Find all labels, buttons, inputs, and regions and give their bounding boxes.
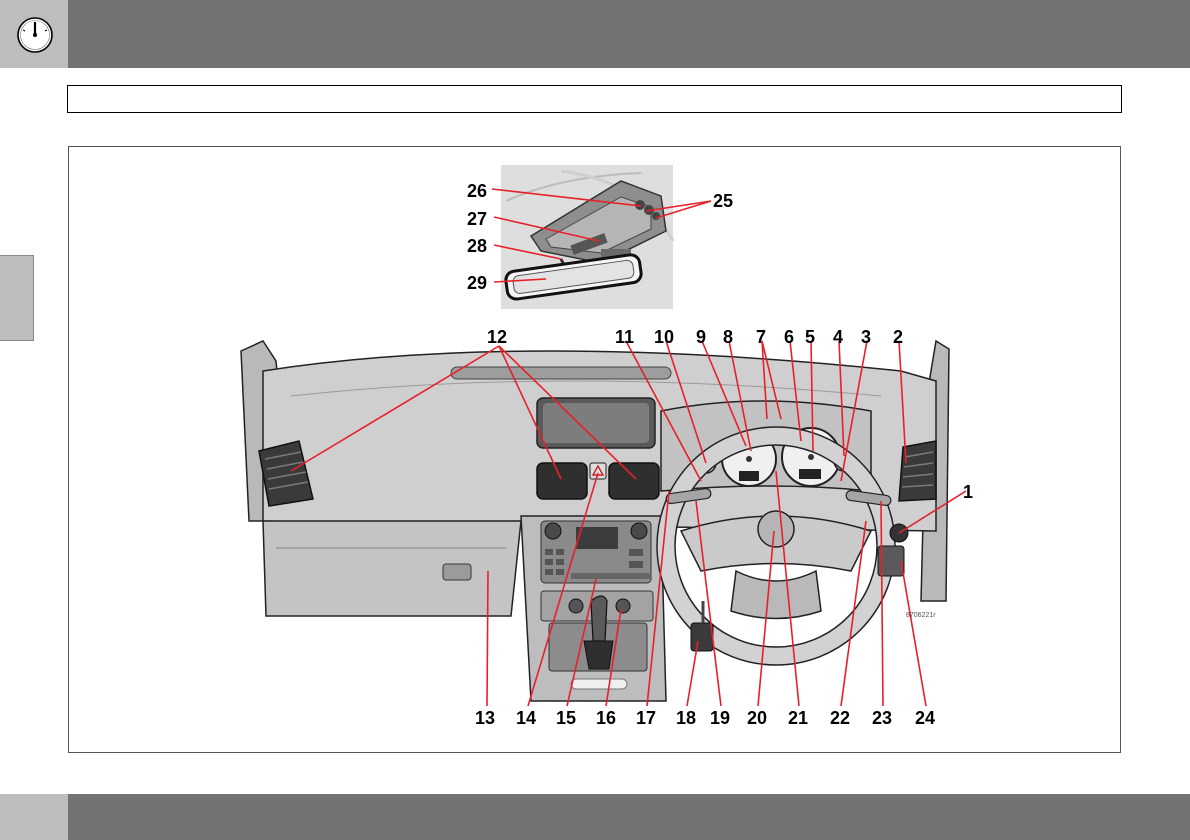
- label-16: 16: [596, 708, 616, 728]
- label-17: 17: [636, 708, 656, 728]
- dashboard-figure: 26 25 27 28 29 12 11 10 9 8 7 6 5 4 3 2 …: [68, 146, 1121, 753]
- footer-bar: [0, 794, 1190, 840]
- chapter-icon-box: [0, 0, 68, 68]
- label-21: 21: [788, 708, 808, 728]
- label-25: 25: [713, 191, 733, 211]
- label-29: 29: [467, 273, 487, 293]
- overhead-console-inset: [501, 165, 675, 309]
- label-13: 13: [475, 708, 495, 728]
- label-18: 18: [676, 708, 696, 728]
- label-20: 20: [747, 708, 767, 728]
- label-7: 7: [756, 327, 766, 347]
- footer-page-box: [0, 794, 68, 840]
- image-code: 8706221r: [906, 612, 936, 619]
- page-title-box: [67, 85, 1122, 113]
- label-28: 28: [467, 236, 487, 256]
- label-15: 15: [556, 708, 576, 728]
- label-2: 2: [893, 327, 903, 347]
- label-3: 3: [861, 327, 871, 347]
- label-5: 5: [805, 327, 815, 347]
- chapter-tab: [0, 255, 34, 341]
- label-22: 22: [830, 708, 850, 728]
- label-4: 4: [833, 327, 843, 347]
- label-6: 6: [784, 327, 794, 347]
- label-19: 19: [710, 708, 730, 728]
- leader-lines: [290, 188, 967, 707]
- label-12: 12: [487, 327, 507, 347]
- dashboard-illustration: 26 25 27 28 29 12 11 10 9 8 7 6 5 4 3 2 …: [240, 165, 973, 728]
- dashboard-body: [240, 339, 950, 702]
- label-11: 11: [615, 327, 634, 347]
- header-bar: [0, 0, 1190, 68]
- label-1: 1: [963, 482, 973, 502]
- label-24: 24: [915, 708, 935, 728]
- label-9: 9: [696, 327, 706, 347]
- label-14: 14: [516, 708, 536, 728]
- label-26: 26: [467, 181, 487, 201]
- speedometer-gauge-icon: [17, 17, 53, 53]
- label-23: 23: [872, 708, 892, 728]
- label-8: 8: [723, 327, 733, 347]
- label-27: 27: [467, 209, 487, 229]
- label-10: 10: [654, 327, 674, 347]
